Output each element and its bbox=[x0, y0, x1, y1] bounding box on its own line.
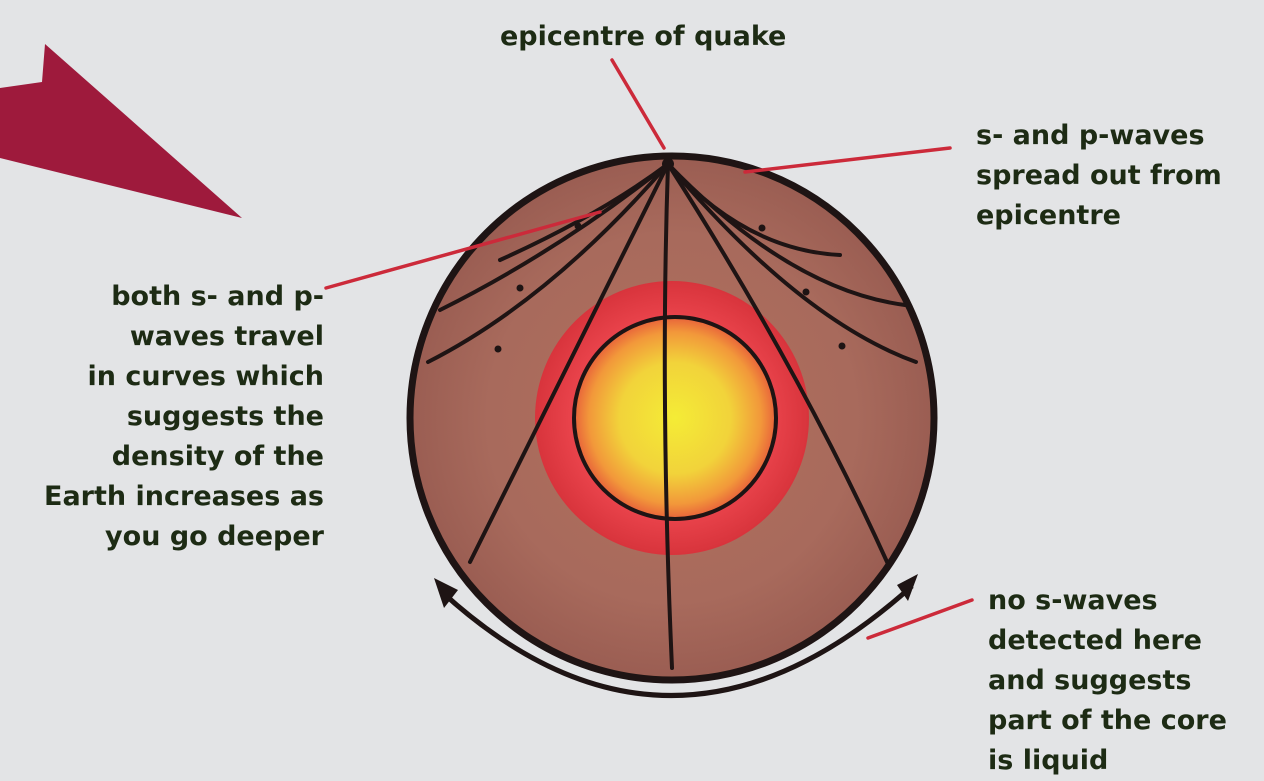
wave-marker bbox=[803, 289, 810, 296]
label-line: you go deeper bbox=[44, 517, 324, 557]
label-line: no s-waves bbox=[988, 581, 1227, 621]
label-line: spread out from bbox=[976, 156, 1222, 196]
no-s-waves-label: no s-waves detected here and suggests pa… bbox=[988, 581, 1227, 781]
curved-waves-label: both s- and p- waves travel in curves wh… bbox=[44, 277, 324, 557]
wave-marker bbox=[759, 225, 766, 232]
label-line: is liquid bbox=[988, 741, 1227, 781]
epicentre-point bbox=[662, 158, 674, 170]
label-line: and suggests bbox=[988, 661, 1227, 701]
label-line: suggests the bbox=[44, 397, 324, 437]
waves-spread-label: s- and p-waves spread out from epicentre bbox=[976, 116, 1222, 236]
label-line: both s- and p- bbox=[44, 277, 324, 317]
label-line: epicentre bbox=[976, 196, 1222, 236]
label-line: detected here bbox=[988, 621, 1227, 661]
label-line: in curves which bbox=[44, 357, 324, 397]
wave-marker bbox=[517, 285, 524, 292]
label-line: density of the bbox=[44, 437, 324, 477]
pointer-line-epicentre bbox=[612, 60, 664, 148]
label-line: Earth increases as bbox=[44, 477, 324, 517]
label-line: epicentre of quake bbox=[500, 17, 786, 57]
wave-marker bbox=[495, 346, 502, 353]
pointer-line-no-s-waves bbox=[868, 600, 972, 638]
wave-marker bbox=[575, 223, 582, 230]
label-line: part of the core bbox=[988, 701, 1227, 741]
label-line: s- and p-waves bbox=[976, 116, 1222, 156]
epicentre-label: epicentre of quake bbox=[500, 17, 786, 57]
pointer-arrow-graphic bbox=[0, 44, 242, 218]
label-line: waves travel bbox=[44, 317, 324, 357]
wave-marker bbox=[839, 343, 846, 350]
pointer-line-spread bbox=[745, 148, 950, 172]
